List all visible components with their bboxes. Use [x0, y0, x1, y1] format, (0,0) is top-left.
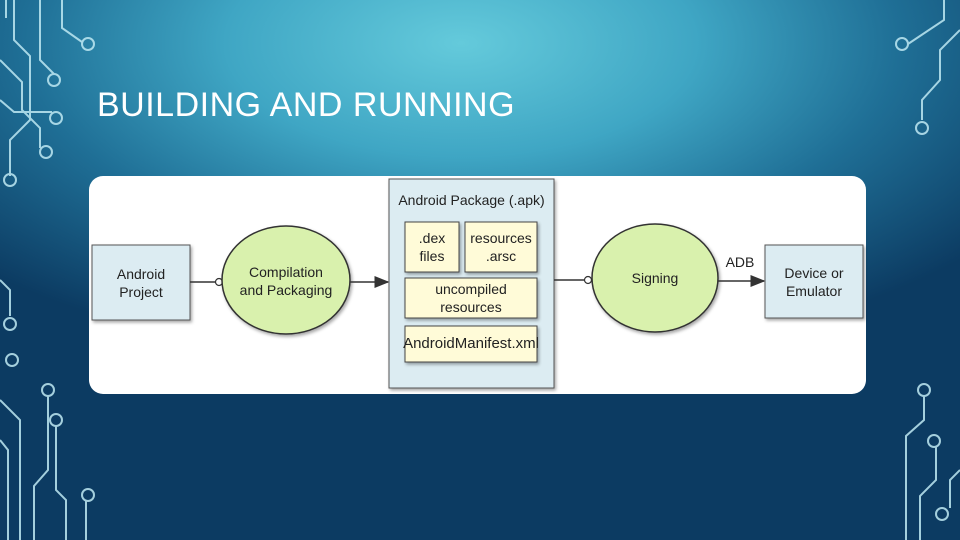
uncompiled-resources-label: uncompiled resources [435, 281, 507, 315]
resources-arsc-label: resources .arsc [470, 230, 532, 264]
connector-dot [583, 275, 593, 285]
dex-files-box [404, 221, 460, 273]
signing-node [591, 223, 719, 333]
device-emulator-box [764, 244, 864, 319]
signing-label: Signing [631, 270, 679, 286]
dex-files-label: .dex files [418, 230, 446, 264]
android-project-label: Android Project [116, 265, 166, 300]
adb-label: ADB [725, 254, 755, 270]
resources-arsc-box [464, 221, 538, 273]
compilation-label: Compilation and Packaging [239, 264, 333, 298]
device-emulator-label: Device or Emulator [784, 264, 844, 299]
compilation-node [221, 225, 351, 335]
slide-title: BUILDING AND RUNNING [97, 86, 516, 124]
manifest-label: AndroidManifest.xml [403, 335, 539, 352]
uncompiled-resources-box [404, 277, 538, 319]
apk-title-label: Android Package (.apk) [398, 192, 545, 208]
manifest-box [404, 325, 538, 363]
android-project-box [91, 244, 191, 321]
